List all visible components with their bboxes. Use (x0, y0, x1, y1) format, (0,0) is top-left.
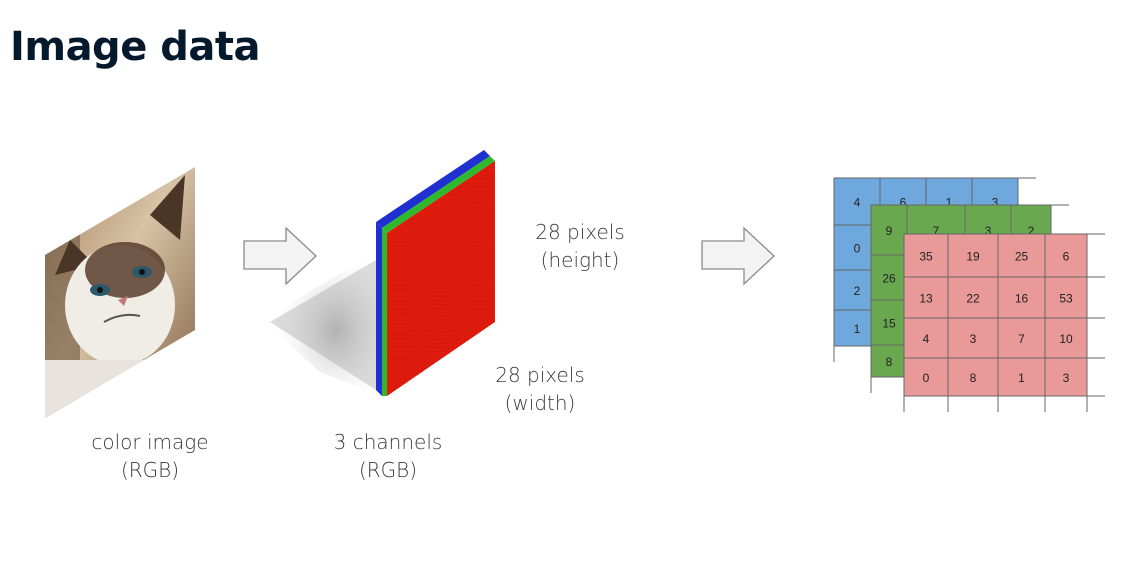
matrix-cell-value: 53 (1059, 292, 1073, 306)
matrix-cell-value: 16 (1015, 292, 1029, 306)
matrix-cell-value: 3 (970, 332, 977, 346)
matrix-cell-value: 3 (1063, 371, 1070, 385)
width-caption: 28 pixels (width) (470, 361, 610, 417)
matrix-cell-value: 2 (854, 284, 861, 298)
matrix-cell-value: 7 (1018, 332, 1025, 346)
height-caption: 28 pixels (height) (510, 218, 650, 274)
channels-caption: 3 channels (RGB) (298, 428, 478, 484)
matrix-cell-value: 3 (985, 224, 992, 238)
matrix-cell-value: 1 (854, 322, 861, 336)
matrix-cell-value: 1 (946, 196, 953, 210)
matrix-cell-value: 22 (966, 292, 980, 306)
matrix-cell-value: 9 (886, 224, 893, 238)
page-title: Image data (10, 24, 260, 70)
arrow-right-icon (701, 226, 775, 286)
width-caption-line1: 28 pixels (495, 363, 585, 387)
matrix-cell-value: 10 (1059, 332, 1073, 346)
arrow-right-icon (243, 226, 317, 286)
matrix-cell-value: 8 (970, 371, 977, 385)
rgb-channel-stack (262, 150, 495, 396)
matrix-cell-value: 6 (1063, 250, 1070, 264)
matrix-cell-value: 6 (900, 196, 907, 210)
channels-caption-line1: 3 channels (333, 430, 443, 454)
matrix-cell-value: 4 (923, 332, 930, 346)
matrix-cell-value: 3 (992, 196, 999, 210)
matrix-cell-value: 25 (1015, 250, 1029, 264)
cat-caption-line1: color image (91, 430, 209, 454)
matrix-cell-value: 2 (1028, 224, 1035, 238)
matrix-cell-value: 0 (854, 242, 861, 256)
matrix-cell-value: 13 (919, 292, 933, 306)
matrix-red-background (904, 234, 1087, 396)
channels-caption-line2: (RGB) (358, 458, 418, 482)
cat-caption-line2: (RGB) (120, 458, 180, 482)
width-caption-line2: (width) (504, 391, 576, 415)
height-caption-line2: (height) (540, 248, 620, 272)
matrix-cell-value: 35 (919, 250, 933, 264)
matrix-cell-value: 8 (886, 355, 893, 369)
matrix-cell-value: 15 (882, 317, 896, 331)
matrix-cell-value: 7 (933, 224, 940, 238)
matrix-cell-value: 19 (966, 250, 980, 264)
matrix-cell-value: 4 (854, 196, 861, 210)
matrix-cell-value: 1 (1018, 371, 1025, 385)
matrix-cell-value: 26 (882, 272, 896, 286)
cat-image (45, 167, 195, 418)
cat-caption: color image (RGB) (60, 428, 240, 484)
matrix-cell-value: 0 (923, 371, 930, 385)
height-caption-line1: 28 pixels (535, 220, 625, 244)
